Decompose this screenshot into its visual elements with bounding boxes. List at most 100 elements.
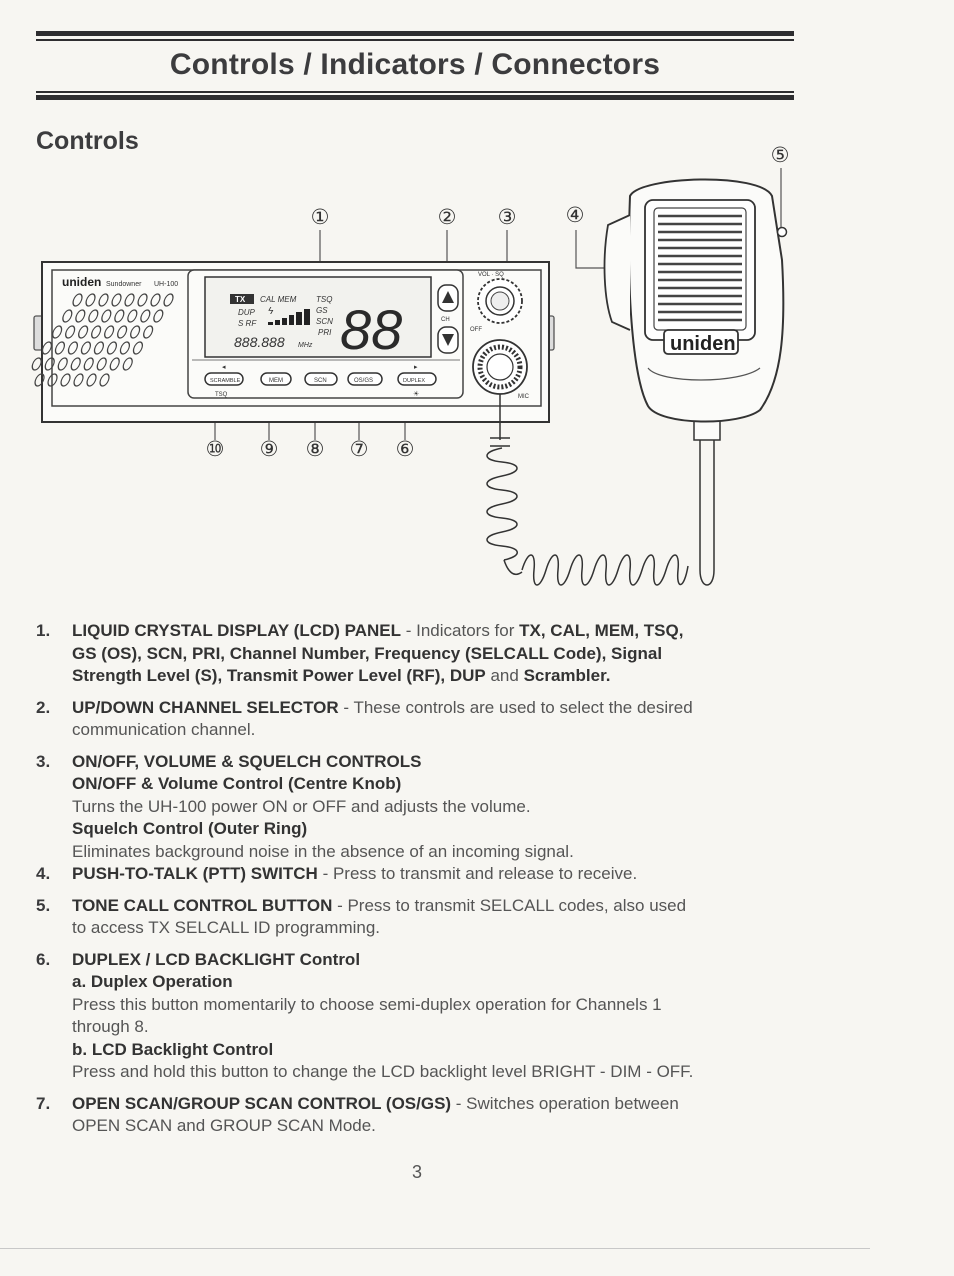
title-rule-thick (36, 95, 794, 100)
vol-sq-label: VOL · SQ (478, 272, 504, 278)
list-item: 6. DUPLEX / LCD BACKLIGHT Control a. Duple… (36, 949, 798, 1084)
bold-text: LIQUID CRYSTAL DISPLAY (LCD) PANEL (72, 621, 402, 640)
list-item-line: Eliminates background noise in the absen… (72, 841, 798, 864)
microphone: uniden (603, 178, 788, 441)
osgs-label: OS/GS (354, 378, 373, 384)
body-text: to access TX SELCALL ID programming. (72, 918, 381, 937)
list-item-line: ON/OFF & Volume Control (Centre Knob) (72, 773, 798, 796)
lcd-tx-label: TX (235, 295, 246, 304)
callout-10: ⑩ (206, 438, 225, 461)
coiled-mic-cord (486, 394, 715, 586)
bold-text: TONE CALL CONTROL BUTTON (72, 895, 333, 915)
body-text: through 8. (72, 1017, 149, 1036)
scn-button[interactable]: SCN (304, 372, 338, 386)
radio-unit: uniden Sundowner UH-100 TX CAL MEM DUP S… (31, 261, 555, 423)
list-item-number: 3. (36, 751, 51, 771)
body-text: - Press to transmit SELCALL codes, also … (332, 895, 687, 915)
list-item-line: communication channel. (72, 719, 798, 742)
lcd-tsq-label: TSQ (316, 295, 332, 304)
volume-squelch-knob[interactable]: VOL · SQ OFF (470, 272, 523, 333)
callout-1: ① (311, 206, 330, 229)
duplex-label: DUPLEX (403, 378, 425, 384)
list-spacer (36, 1084, 798, 1093)
bold-text: Strength Level (S), Transmit Power Level… (72, 666, 486, 685)
mic-label: MIC (518, 394, 530, 400)
list-item-number: 2. (36, 697, 51, 717)
callout-4: ④ (566, 204, 585, 227)
callout-9: ⑨ (260, 438, 279, 461)
osgs-button[interactable]: OS/GS (347, 372, 383, 386)
body-text: Turns the UH-100 power ON or OFF and adj… (72, 796, 531, 816)
list-item-line: TONE CALL CONTROL BUTTON - Press to tran… (72, 895, 798, 918)
list-spacer (36, 886, 798, 895)
lcd-srf-label: S RF (238, 319, 257, 328)
list-item: 1.LIQUID CRYSTAL DISPLAY (LCD) PANEL - I… (36, 620, 798, 688)
list-item-line: Strength Level (S), Transmit Power Level… (72, 665, 798, 688)
lcd-frequency: 888.888 (234, 334, 285, 350)
lcd-mhz-label: MHz (298, 342, 313, 349)
body-text: and (485, 666, 524, 685)
callout-8: ⑧ (306, 438, 325, 461)
tsq-sublabel: TSQ (215, 392, 228, 398)
bold-text: Scrambler. (523, 666, 611, 685)
bold-text: UP/DOWN CHANNEL SELECTOR (72, 697, 339, 717)
list-item-number: 5. (36, 895, 51, 915)
bold-text: a. Duplex Operation (72, 972, 233, 991)
list-item-line: to access TX SELCALL ID programming. (72, 917, 798, 940)
scramble-button[interactable]: SCRAMBLE (204, 372, 244, 386)
list-item: 2. UP/DOWN CHANNEL SELECTOR - These contr… (36, 697, 798, 742)
list-spacer (36, 940, 798, 949)
footer-rule (0, 1248, 870, 1249)
list-item-line: a. Duplex Operation (72, 971, 798, 994)
bold-text: ON/OFF & Volume Control (Centre Knob) (72, 774, 402, 793)
scn-label: SCN (314, 378, 327, 384)
body-text: Eliminates background noise in the absen… (72, 841, 574, 861)
list-item: 4. PUSH-TO-TALK (PTT) SWITCH - Press to t… (36, 863, 798, 886)
list-item-line: ON/OFF, VOLUME & SQUELCH CONTROLS (72, 751, 798, 774)
bold-text: DUPLEX / LCD BACKLIGHT Control (72, 949, 361, 969)
off-label: OFF (470, 327, 482, 333)
list-item-line: Squelch Control (Outer Ring) (72, 818, 798, 841)
list-item-line: OPEN SCAN and GROUP SCAN Mode. (72, 1115, 798, 1138)
tone-call-button[interactable] (776, 226, 788, 238)
svg-text:▸: ▸ (414, 364, 418, 371)
bold-text: Squelch Control (Outer Ring) (72, 819, 308, 838)
controls-list: 1.LIQUID CRYSTAL DISPLAY (LCD) PANEL - I… (36, 620, 798, 1138)
body-text: communication channel. (72, 720, 256, 739)
lcd-scn-label: SCN (316, 317, 333, 326)
body-text: Press this button momentarily to choose … (72, 994, 662, 1014)
section-title: Controls (36, 127, 139, 155)
channel-selector[interactable]: CH (437, 284, 459, 354)
list-item-line: LIQUID CRYSTAL DISPLAY (LCD) PANEL - Ind… (72, 620, 798, 643)
list-item-line: Press this button momentarily to choose … (72, 994, 798, 1017)
svg-text:◂: ◂ (222, 364, 226, 371)
list-spacer (36, 688, 798, 697)
list-item-number: 6. (36, 949, 51, 969)
page-title: Controls / Indicators / Connectors (169, 48, 661, 81)
list-item-number: 4. (36, 864, 51, 883)
mem-button[interactable]: MEM (260, 372, 292, 386)
mic-brand-logo: uniden (670, 333, 736, 355)
body-text: - Indicators for (401, 621, 520, 640)
page-number: 3 (411, 1162, 422, 1182)
svg-text:☀: ☀ (413, 390, 419, 398)
radio-brand-logo: uniden (62, 275, 101, 289)
callout-5: ⑤ (771, 144, 790, 167)
body-text: OPEN SCAN and GROUP SCAN Mode. (72, 1116, 376, 1135)
bold-text: GS (OS), SCN, PRI, Channel Number, Frequ… (72, 643, 663, 663)
ch-label: CH (441, 317, 450, 323)
body-text: - Press to transmit and release to recei… (317, 864, 638, 883)
lcd-dup-label: DUP (238, 308, 256, 317)
top-rule-thin (36, 39, 794, 41)
duplex-button[interactable]: DUPLEX (397, 372, 437, 386)
bold-text: TX, CAL, MEM, TSQ, (519, 621, 684, 640)
list-item: 7.OPEN SCAN/GROUP SCAN CONTROL (OS/GS) -… (36, 1093, 798, 1138)
list-item-line: b. LCD Backlight Control (72, 1039, 798, 1062)
list-item-line: Turns the UH-100 power ON or OFF and adj… (72, 796, 798, 819)
mic-socket[interactable]: MIC (472, 339, 530, 400)
body-text: - These controls are used to select the … (338, 697, 693, 717)
list-item-line: PUSH-TO-TALK (PTT) SWITCH - Press to tra… (72, 863, 798, 886)
lcd-gs-label: GS (316, 306, 328, 315)
scramble-label: SCRAMBLE (210, 378, 241, 384)
